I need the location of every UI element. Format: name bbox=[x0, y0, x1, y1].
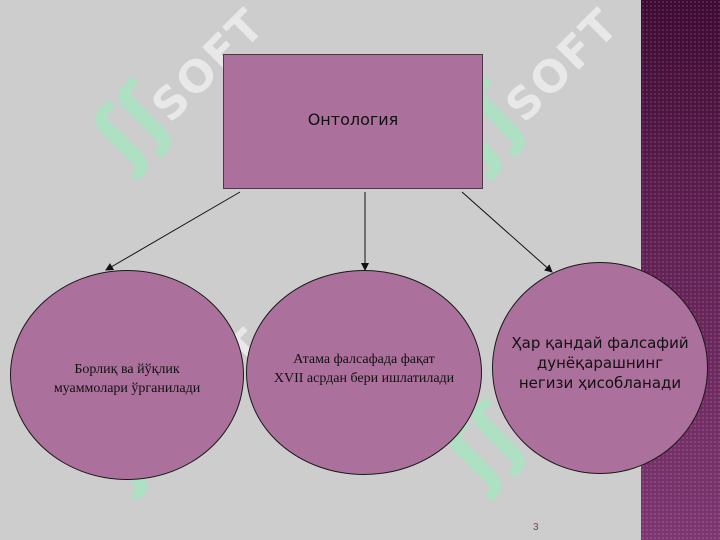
root-concept-box: Онтология bbox=[223, 54, 483, 189]
child-label-line: Ҳар қандай фалсафий bbox=[511, 334, 689, 352]
child-label-line: негизи ҳисобланади bbox=[518, 374, 682, 392]
root-concept-label: Онтология bbox=[307, 110, 399, 129]
page-number: 3 bbox=[533, 522, 539, 533]
child-label-line: дунёқарашнинг bbox=[536, 354, 664, 372]
child-label-right: Ҳар қандай фалсафий дунёқарашнинг негизи… bbox=[511, 333, 688, 393]
child-label-line: Атама фалсафада фақат bbox=[293, 351, 435, 367]
arrow-to-left-ellipse bbox=[105, 191, 241, 271]
child-label-center: Атама фалсафада фақат XVII асрдан бери и… bbox=[274, 350, 454, 388]
child-label-line: XVII асрдан бери ишлатилади bbox=[273, 370, 455, 386]
child-ellipse-center: Атама фалсафада фақат XVII асрдан бери и… bbox=[246, 270, 482, 475]
arrow-to-right-ellipse bbox=[461, 191, 553, 273]
child-label-left: Борлиқ ва йўқлик муаммолари ўрганилади bbox=[54, 360, 200, 398]
child-ellipse-left: Борлиқ ва йўқлик муаммолари ўрганилади bbox=[10, 270, 244, 480]
child-label-line: Борлиқ ва йўқлик bbox=[74, 362, 180, 377]
child-label-line: муаммолари ўрганилади bbox=[53, 381, 201, 396]
child-ellipse-right: Ҳар қандай фалсафий дунёқарашнинг негизи… bbox=[492, 262, 708, 474]
